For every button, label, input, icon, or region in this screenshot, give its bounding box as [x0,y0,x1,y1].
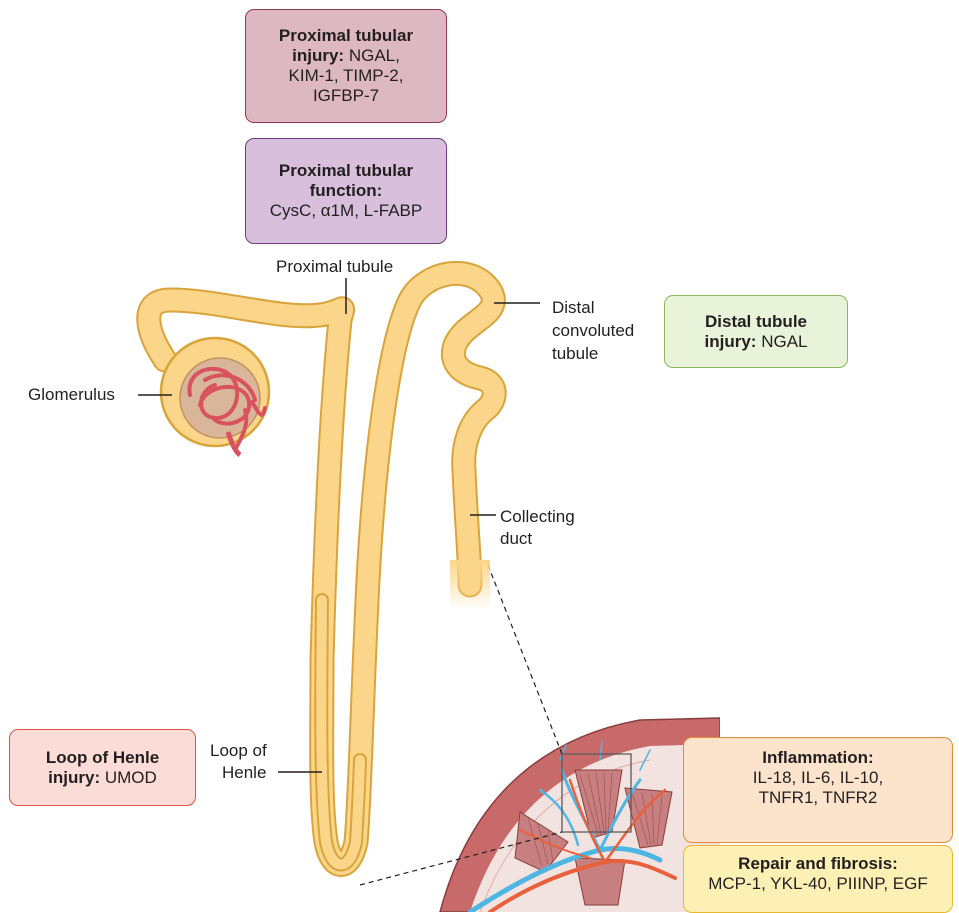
repair-items: MCP-1, YKL-40, PIIINP, EGF [708,874,928,894]
glomerulus [161,338,269,455]
proximal-function-items: CysC, α1M, L-FABP [270,201,422,221]
repair-fibrosis-box: Repair and fibrosis: MCP-1, YKL-40, PIII… [683,845,953,913]
proximal-function-title-l1: Proximal tubular [279,161,413,180]
callout-line-upper [488,565,562,754]
proximal-injury-title-l1: Proximal tubular [279,26,413,45]
inflammation-items-l1: IL-18, IL-6, IL-10, [753,768,883,788]
loop-of-henle-injury-box: Loop of Henle injury: UMOD [9,729,196,806]
collecting-duct-label: Collecting duct [500,506,575,550]
loop-of-henle-label: Loop of Henle [210,740,267,784]
proximal-tubular-function-box: Proximal tubular function: CysC, α1M, L-… [245,138,447,244]
henle-label-line1: Loop of [210,740,267,762]
glomerulus-label: Glomerulus [28,384,115,405]
proximal-tubular-injury-box: Proximal tubular injury: NGAL, KIM-1, TI… [245,9,447,123]
distal-label-line2: convoluted [552,319,634,342]
inflammation-items-l2: TNFR1, TNFR2 [759,788,878,808]
distal-label-line3: tubule [552,342,634,365]
collecting-label-line1: Collecting [500,506,575,528]
distal-tubule-injury-box: Distal tubule injury: NGAL [664,295,848,368]
henle-injury-items: UMOD [105,768,157,787]
henle-injury-title-l2: injury: [48,768,100,787]
distal-label-line1: Distal [552,296,634,319]
inflammation-title: Inflammation: [762,748,873,767]
distal-injury-title-l1: Distal tubule [705,312,807,331]
proximal-injury-items-l3: IGFBP-7 [313,86,379,106]
proximal-injury-items-l1: NGAL, [349,46,400,65]
distal-injury-title-l2: injury: [705,332,757,351]
proximal-function-title-l2: function: [310,181,383,200]
distal-injury-items: NGAL [761,332,807,351]
henle-label-line2: Henle [210,762,267,784]
proximal-injury-items-l2: KIM-1, TIMP-2, [289,66,404,86]
kidney-section [440,718,720,912]
proximal-injury-title-l2: injury: [292,46,344,65]
collecting-label-line2: duct [500,528,575,550]
proximal-tubule-label: Proximal tubule [276,256,393,277]
inflammation-box: Inflammation: IL-18, IL-6, IL-10, TNFR1,… [683,737,953,843]
distal-convoluted-tubule-label: Distal convoluted tubule [552,296,634,365]
repair-title: Repair and fibrosis: [738,854,898,873]
henle-injury-title-l1: Loop of Henle [46,748,159,767]
